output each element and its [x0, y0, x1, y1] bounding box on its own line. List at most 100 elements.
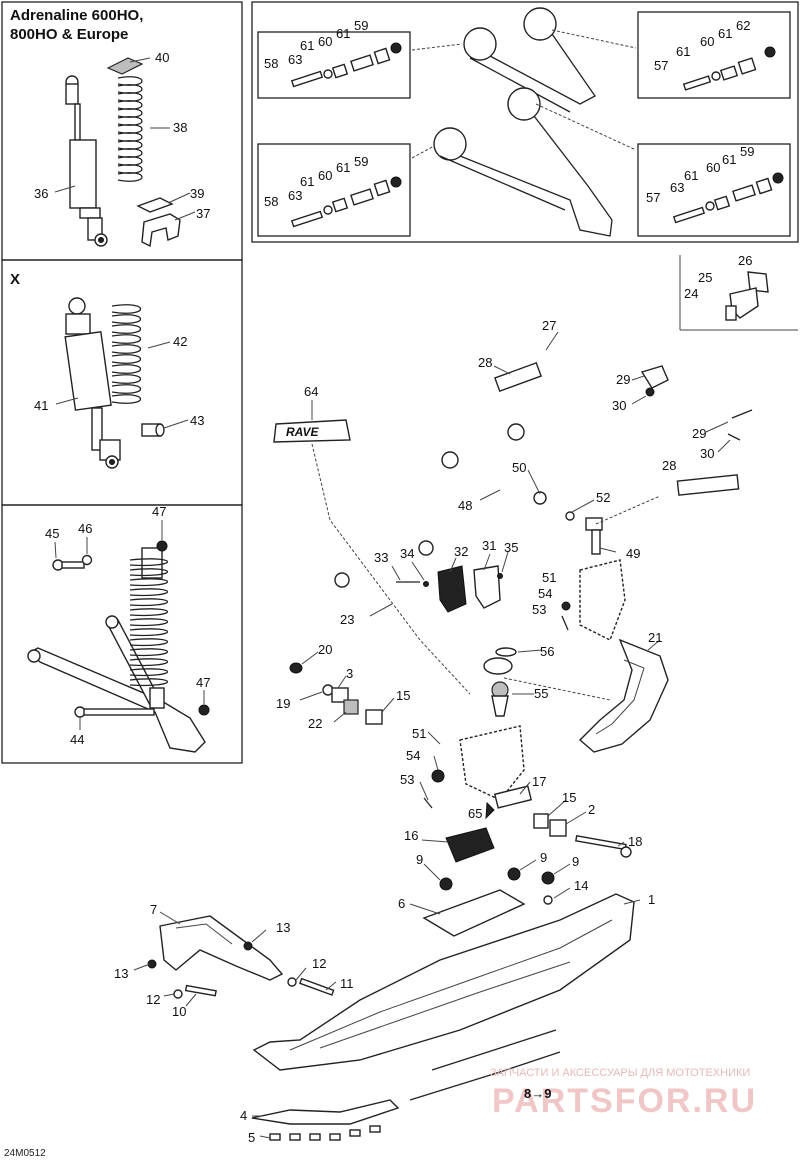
callout-61-a2: 61	[336, 26, 350, 41]
callout-5: 5	[248, 1130, 255, 1145]
callout-31: 31	[482, 538, 496, 553]
shock-absorber-36	[65, 75, 108, 247]
callout-61-b2: 61	[718, 26, 732, 41]
callout-64: 64	[304, 384, 318, 399]
callout-6: 6	[398, 896, 405, 911]
callout-63-a: 63	[288, 52, 302, 67]
callout-2: 2	[588, 802, 595, 817]
callout-12-left: 12	[146, 992, 160, 1007]
sleeve-15-upper	[365, 709, 383, 725]
sway-bar-27	[499, 340, 799, 480]
bushing-parts-lower-right	[672, 172, 784, 224]
callout-28-upper: 28	[478, 355, 492, 370]
callout-58-c: 58	[264, 194, 278, 209]
nut-34	[423, 581, 429, 587]
callout-54-lower: 54	[406, 748, 420, 763]
callout-19: 19	[276, 696, 290, 711]
callout-34: 34	[400, 546, 414, 561]
shock-absorber-41	[64, 297, 121, 469]
washer-12-right	[287, 977, 297, 987]
callout-23: 23	[340, 612, 354, 627]
bushing-parts-lower-left	[290, 176, 402, 228]
inset-frame-a-arm-bushings	[251, 1, 799, 243]
bushing-box-lower-left	[257, 143, 411, 237]
callout-60-b: 60	[700, 34, 714, 49]
callout-60-a: 60	[318, 34, 332, 49]
callout-45: 45	[45, 526, 59, 541]
retainer-37	[141, 213, 181, 248]
callout-57-d: 57	[646, 190, 660, 205]
bushing-box-lower-right	[637, 143, 791, 237]
callout-9-a: 9	[416, 852, 423, 867]
callout-28-lower: 28	[662, 458, 676, 473]
callout-36: 36	[34, 186, 48, 201]
callout-52: 52	[596, 490, 610, 505]
sleeve-15-lower	[533, 813, 549, 829]
runner-4	[251, 1099, 400, 1125]
callout-7: 7	[150, 902, 157, 917]
callout-40: 40	[155, 50, 169, 65]
callout-16: 16	[404, 828, 418, 843]
callout-54-upper: 54	[538, 586, 552, 601]
upper-a-arm-48	[441, 423, 580, 513]
callout-50: 50	[512, 460, 526, 475]
callout-49: 49	[626, 546, 640, 561]
logo-decal-text: RAVE	[286, 425, 319, 439]
nut-13-right	[243, 941, 253, 951]
callout-30-lower: 30	[700, 446, 714, 461]
callout-61-d1: 61	[684, 168, 698, 183]
callout-33: 33	[374, 550, 388, 565]
handle-7	[159, 915, 284, 981]
callout-61-c1: 61	[300, 174, 314, 189]
pin-53-lower	[423, 797, 433, 809]
callout-63-d: 63	[670, 180, 684, 195]
nut-9-c	[541, 871, 555, 885]
inset-x-label: X	[10, 271, 20, 288]
nut-20	[289, 662, 303, 674]
screw-30-upper	[645, 387, 655, 397]
callout-20: 20	[318, 642, 332, 657]
bushing-2	[549, 819, 567, 837]
callout-26: 26	[738, 253, 752, 268]
bolt-45	[52, 559, 85, 571]
watermark-brand: PARTSFOR.RU	[492, 1082, 757, 1120]
callout-15-lower: 15	[562, 790, 576, 805]
callout-55: 55	[534, 686, 548, 701]
callout-59-a: 59	[354, 18, 368, 33]
callout-37: 37	[196, 206, 210, 221]
nut-47-bottom	[198, 704, 210, 716]
ski-1	[252, 893, 635, 1101]
washer-46	[81, 554, 93, 566]
bushing-box-upper-right	[637, 11, 791, 99]
bushing-parts-upper-left	[290, 42, 402, 88]
bolt-10	[184, 984, 217, 997]
collar-43	[141, 423, 165, 437]
callout-51-upper: 51	[542, 570, 556, 585]
callout-21: 21	[648, 630, 662, 645]
callout-3: 3	[346, 666, 353, 681]
callout-44: 44	[70, 732, 84, 747]
inset-title-line1: Adrenaline 600HO,	[10, 7, 143, 24]
callout-1: 1	[648, 892, 655, 907]
callout-46: 46	[78, 521, 92, 536]
watermark-tagline: ЗАПЧАСТИ И АКСЕССУАРЫ ДЛЯ МОТОТЕХНИКИ	[490, 1067, 750, 1079]
nut-35	[497, 573, 503, 579]
logo-decal-64: RAVE	[273, 419, 351, 443]
a-arm-upper-sketch	[463, 7, 596, 113]
callout-57-b: 57	[654, 58, 668, 73]
bushing-22	[343, 699, 359, 715]
spring-38	[117, 76, 143, 182]
callout-61-b1: 61	[676, 44, 690, 59]
shock-spring-assembly	[129, 547, 168, 709]
callout-51-lower: 51	[412, 726, 426, 741]
callout-9-b: 9	[540, 850, 547, 865]
clamp-32	[437, 565, 467, 613]
sway-bar-link-28-upper	[494, 362, 542, 392]
screw-30-lower	[727, 433, 741, 441]
callout-18: 18	[628, 834, 642, 849]
o-ring-56	[495, 647, 517, 657]
callout-13-right: 13	[276, 920, 290, 935]
callout-47-top: 47	[152, 504, 166, 519]
bolt-11	[299, 977, 335, 996]
